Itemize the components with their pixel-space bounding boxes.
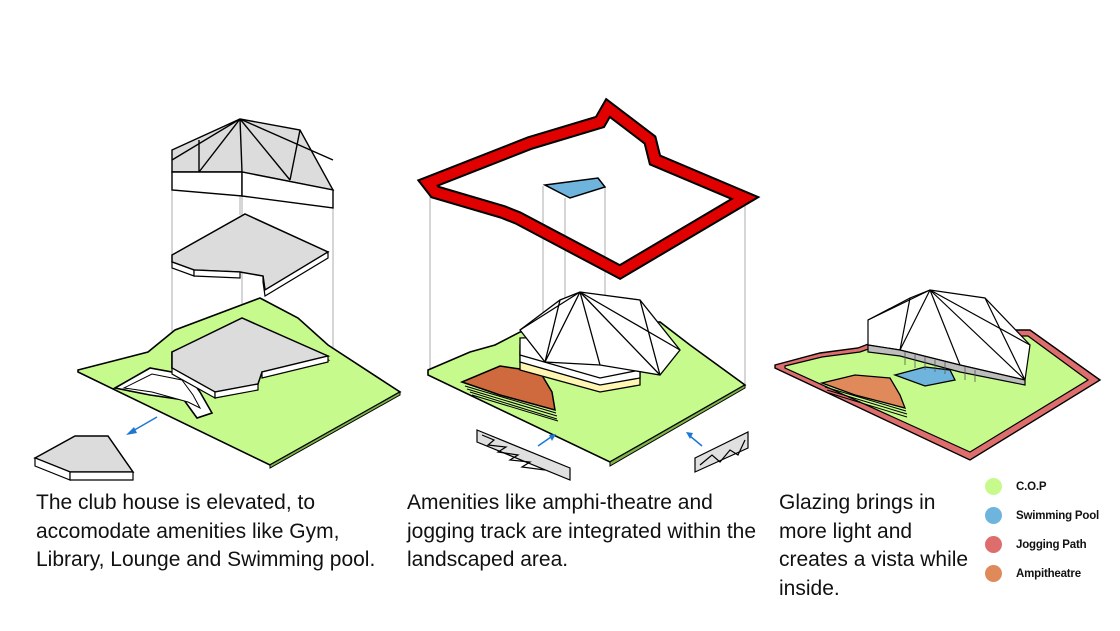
caption-panel-2: Amenities like amphi-theatre and jogging…	[407, 491, 757, 571]
legend-item-ampitheatre: Ampitheatre	[982, 559, 1118, 588]
legend-swatch	[985, 478, 1002, 495]
amphitheatre-3	[819, 374, 908, 418]
detached-stairs-left	[476, 429, 571, 481]
legend-label: Ampitheatre	[1016, 567, 1081, 580]
legend-item-jogging-path: Jogging Path	[982, 530, 1118, 559]
legend-label: Jogging Path	[1016, 538, 1087, 551]
amphitheatre-2	[459, 365, 559, 422]
projection-lines-2	[429, 186, 746, 385]
glazed-clubhouse	[867, 289, 1031, 386]
caption-panel-1: The club house is elevated, to accomodat…	[36, 491, 376, 571]
legend: C.O.P Swimming Pool Jogging Path Ampithe…	[982, 472, 1118, 588]
floor-slab-middle	[171, 213, 330, 292]
swimming-pool-3	[892, 366, 956, 387]
legend-label: C.O.P	[1016, 480, 1047, 493]
landscape-edge-1	[269, 391, 401, 469]
panel-2-integrated-amenities	[416, 97, 761, 481]
legend-item-swimming-pool: Swimming Pool	[982, 501, 1118, 530]
arrow-icon	[537, 434, 556, 447]
legend-label: Swimming Pool	[1016, 509, 1100, 522]
swimming-pool-2	[542, 177, 607, 199]
legend-swatch	[985, 536, 1002, 553]
legend-swatch	[985, 565, 1002, 582]
arrow-icon	[686, 432, 703, 447]
detached-stairs-right	[694, 431, 749, 473]
arrow-icon	[126, 416, 158, 435]
roof-canopy-1	[171, 118, 335, 209]
legend-item-cop: C.O.P	[982, 472, 1118, 501]
legend-swatch	[985, 507, 1002, 524]
clubhouse-stack-2	[519, 291, 681, 393]
panel-1-elevated-clubhouse	[33, 118, 402, 481]
caption-panel-3: Glazing brings in more light and creates…	[779, 491, 969, 600]
panel-3-glazing	[774, 289, 1102, 461]
detached-slab	[33, 435, 135, 481]
